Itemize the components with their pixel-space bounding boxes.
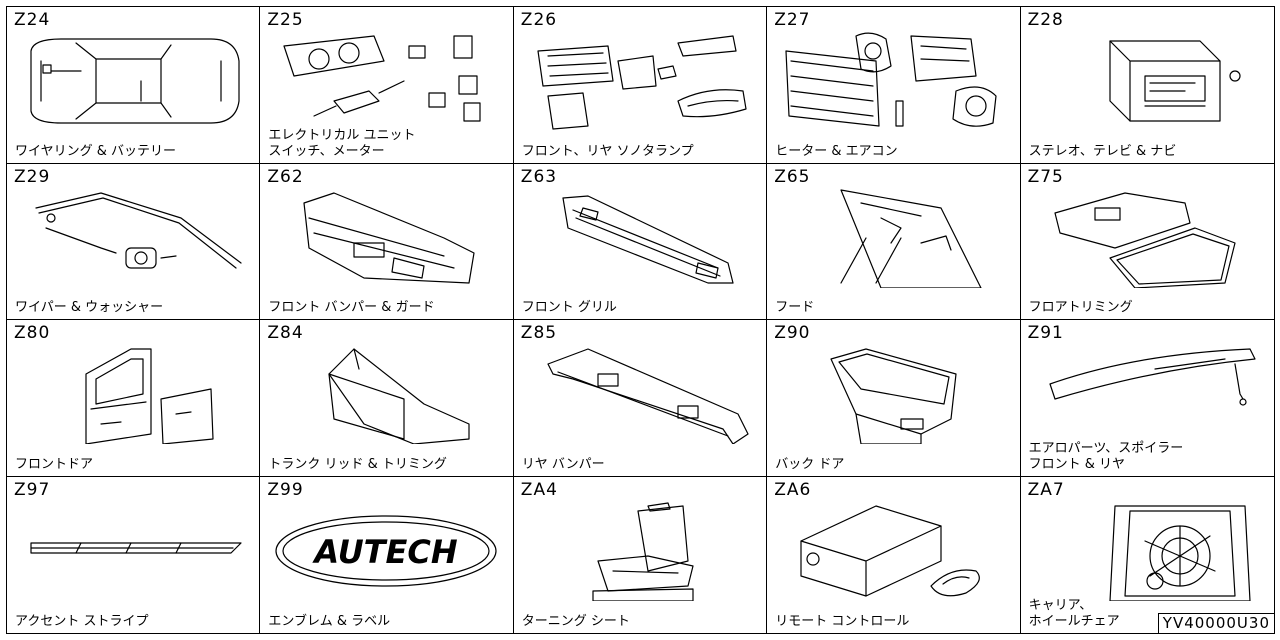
part-label: キャリア、 ホイールチェア: [1028, 598, 1120, 629]
part-cell-z99[interactable]: Z99 AUTECH エンブレム & ラベル: [260, 476, 514, 633]
part-code: Z84: [267, 323, 304, 343]
part-label: ヒーター & エアコン: [775, 143, 898, 159]
part-code: Z24: [14, 10, 51, 30]
part-cell-z27[interactable]: Z27 ヒーター & エアコン: [767, 7, 1021, 164]
part-cell-za6[interactable]: ZA6 リモート コントロール: [767, 476, 1021, 633]
part-label: ステレオ、テレビ & ナビ: [1028, 143, 1177, 159]
part-code: Z99: [267, 479, 304, 500]
part-label: フロントドア: [15, 456, 94, 472]
part-cell-z75[interactable]: Z75 フロアトリミング: [1020, 163, 1274, 320]
part-label: エンブレム & ラベル: [268, 614, 391, 629]
hood-illustration: [781, 188, 1006, 289]
part-cell-za7[interactable]: ZA7 キャリア、 ホイールチェア: [1020, 476, 1274, 633]
part-label: フロント グリル: [521, 300, 617, 315]
part-code: Z80: [14, 323, 51, 343]
part-code: Z75: [1027, 166, 1064, 187]
part-code: Z91: [1027, 323, 1064, 343]
lamp-illustration: [528, 31, 753, 131]
part-code: Z63: [520, 166, 558, 187]
part-code: Z90: [774, 323, 811, 343]
front-door-illustration: [21, 344, 246, 445]
floor-trimming-illustration: [1035, 188, 1260, 289]
part-code: Z27: [774, 10, 811, 30]
stereo-navi-illustration: [1035, 31, 1260, 131]
part-code: Z26: [520, 10, 558, 30]
part-cell-z90[interactable]: Z90 バック ドア: [767, 320, 1021, 477]
part-code: Z97: [14, 479, 51, 500]
part-code: Z25: [267, 10, 304, 30]
part-label: フロント、リヤ ソノタランプ: [521, 143, 694, 159]
part-label: リヤ バンパー: [521, 456, 605, 472]
part-code: Z28: [1027, 10, 1064, 30]
front-bumper-illustration: [274, 188, 499, 288]
diagram-reference-code: YV40000U30: [1157, 613, 1275, 634]
part-cell-z80[interactable]: Z80 フロントドア: [7, 320, 261, 477]
part-label: トランク リッド & トリミング: [268, 456, 447, 472]
remote-control-illustration: [781, 501, 1006, 601]
trunk-lid-illustration: [274, 344, 499, 445]
part-label: フロント バンパー & ガード: [268, 300, 435, 315]
wiper-washer-illustration: [21, 188, 246, 288]
part-label: フロアトリミング: [1028, 300, 1133, 315]
wiring-battery-illustration: [21, 31, 246, 131]
part-cell-z62[interactable]: Z62 フロント バンパー & ガード: [260, 163, 514, 320]
part-label: フード: [775, 300, 815, 315]
part-code: ZA7: [1027, 479, 1065, 500]
aero-spoiler-illustration: [1035, 344, 1260, 444]
back-door-illustration: [781, 344, 1006, 445]
part-cell-z24[interactable]: Z24 ワイヤリング & バッテリー: [7, 7, 261, 164]
part-cell-z26[interactable]: Z26 フロント、リヤ ソノタランプ: [513, 7, 768, 164]
part-label: バック ドア: [775, 456, 845, 472]
part-cell-z91[interactable]: Z91 エアロパーツ、スポイラー フロント & リヤ: [1020, 320, 1274, 477]
part-cell-z65[interactable]: Z65 フード: [767, 163, 1021, 320]
turning-seat-illustration: [528, 501, 753, 602]
carrier-wheelchair-illustration: [1035, 501, 1260, 602]
part-label: アクセント ストライプ: [15, 614, 149, 629]
part-cell-z85[interactable]: Z85 リヤ バンパー: [513, 320, 768, 477]
part-code: Z65: [774, 166, 811, 187]
emblem-illustration: AUTECH: [274, 501, 499, 601]
part-code: ZA4: [520, 479, 558, 500]
part-code: Z85: [520, 323, 558, 343]
part-label: エレクトリカル ユニット スイッチ、メーター: [268, 127, 416, 159]
part-label: ターニング シート: [521, 614, 630, 629]
part-cell-za4[interactable]: ZA4 ターニング シート: [513, 476, 768, 633]
part-cell-z63[interactable]: Z63 フロント グリル: [513, 163, 768, 320]
part-label: エアロパーツ、スポイラー フロント & リヤ: [1028, 440, 1184, 472]
emblem-text: AUTECH: [312, 533, 458, 571]
heater-aircon-illustration: [781, 31, 1006, 131]
part-cell-z97[interactable]: Z97 アクセント ストライプ: [7, 476, 261, 633]
part-label: リモート コントロール: [775, 614, 910, 629]
part-cell-z29[interactable]: Z29 ワイパー & ウォッシャー: [7, 163, 261, 320]
part-cell-z28[interactable]: Z28 ステレオ、テレビ & ナビ: [1020, 7, 1274, 164]
part-code: ZA6: [774, 479, 812, 500]
part-cell-z25[interactable]: Z25 エレクトリカル ユニット スイッチ、メーター: [260, 7, 514, 164]
part-code: Z29: [14, 166, 51, 187]
rear-bumper-illustration: [528, 344, 753, 445]
part-label: ワイパー & ウォッシャー: [15, 300, 164, 315]
part-cell-z84[interactable]: Z84 トランク リッド & トリミング: [260, 320, 514, 477]
part-label: ワイヤリング & バッテリー: [15, 143, 177, 159]
meter-switch-illustration: [274, 31, 499, 131]
parts-index-grid: Z24 ワイヤリング & バッテリー Z25 エレクトリカル ユニット スイッチ…: [6, 6, 1275, 634]
front-grille-illustration: [528, 188, 753, 288]
part-code: Z62: [267, 166, 304, 187]
accent-stripe-illustration: [21, 501, 246, 601]
